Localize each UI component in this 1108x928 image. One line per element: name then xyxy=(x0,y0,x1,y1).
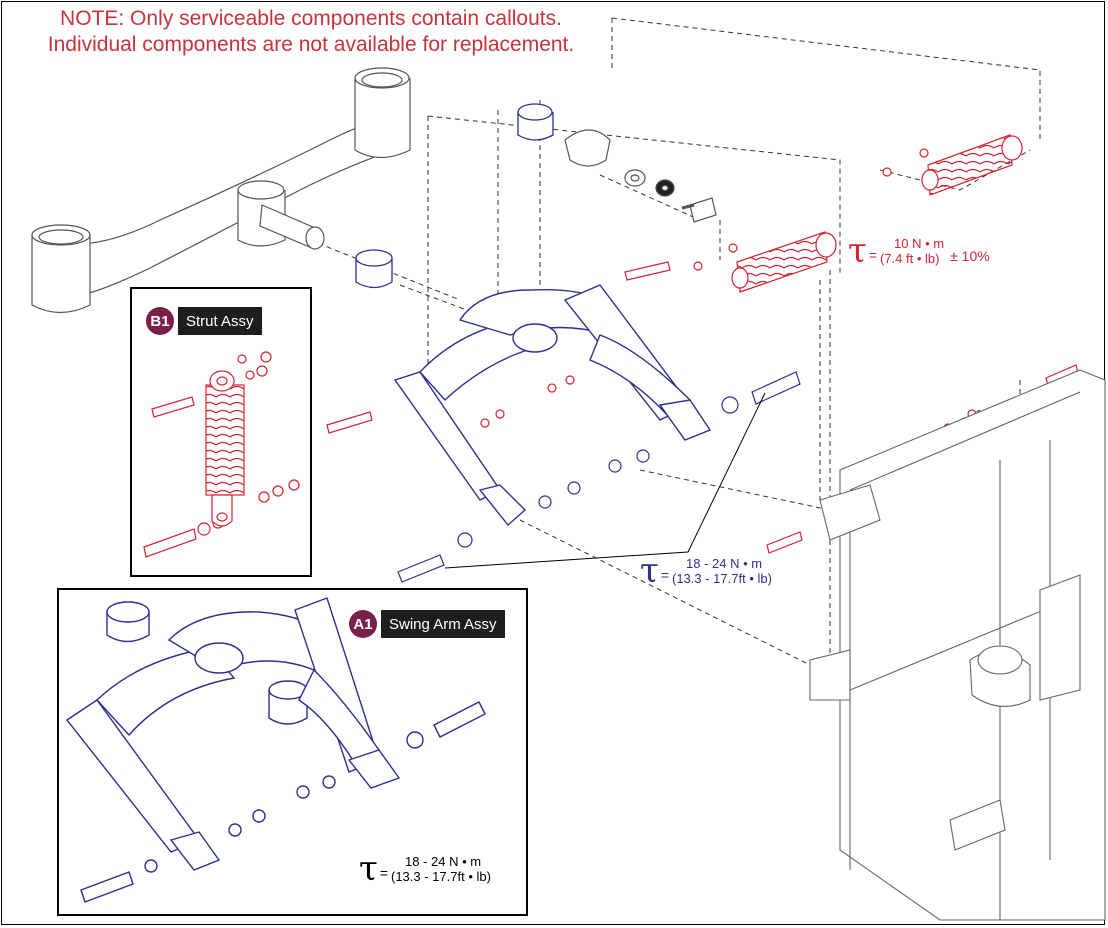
strut-upper xyxy=(882,134,1023,196)
torque-equals: = xyxy=(660,567,669,583)
torque-leaders xyxy=(444,392,766,569)
torque-symbol: τ xyxy=(640,551,659,591)
service-note: NOTE: Only serviceable components contai… xyxy=(0,6,622,58)
swing-arm-assy-drawing xyxy=(65,597,486,903)
strut-assy-inset: B1 Strut Assy xyxy=(130,287,312,577)
swing-arm-main xyxy=(393,284,712,527)
strut-assy-label: Strut Assy xyxy=(178,307,262,335)
torque-equals: = xyxy=(379,865,388,881)
torque-imperial: (13.3 - 17.7ft • lb) xyxy=(391,869,491,884)
swing-arm-assy-inset: A1 Swing Arm Assy τ = 18 - 24 N • m xyxy=(57,588,528,916)
torque-imperial: (13.3 - 17.7ft • lb) xyxy=(672,571,772,586)
torque-tolerance: ± 10% xyxy=(950,248,990,264)
strut-lower xyxy=(624,231,837,293)
torque-equals: = xyxy=(868,247,877,263)
strut-assy-drawing xyxy=(143,351,300,558)
strut-assy-code: B1 xyxy=(146,307,174,335)
top-hardware xyxy=(564,129,717,223)
note-line-1: NOTE: Only serviceable components contai… xyxy=(60,7,562,30)
swing-arm-assy-badge: A1 Swing Arm Assy xyxy=(349,610,505,638)
cross-beam xyxy=(31,67,411,314)
bushing-hardware xyxy=(355,103,554,289)
torque-callout-inset: τ = 18 - 24 N • m (13.3 - 17.7ft • lb) xyxy=(359,852,491,886)
torque-metric: 18 - 24 N • m xyxy=(405,854,482,869)
torque-callout-strut: τ = 10 N • m (7.4 ft • lb) ± 10% xyxy=(848,234,990,268)
torque-symbol: τ xyxy=(359,849,378,889)
torque-metric: 10 N • m xyxy=(894,236,945,251)
swing-arm-assy-label: Swing Arm Assy xyxy=(381,610,505,638)
torque-callout-swing-arm: τ = 18 - 24 N • m (13.3 - 17.7ft • lb) xyxy=(640,554,772,588)
chassis-frame xyxy=(809,369,1106,921)
strut-assy-badge: B1 Strut Assy xyxy=(146,307,262,335)
note-line-2: Individual components are not available … xyxy=(47,33,575,56)
torque-imperial: (7.4 ft • lb) xyxy=(880,251,940,266)
torque-metric: 18 - 24 N • m xyxy=(686,556,763,571)
torque-symbol: τ xyxy=(848,231,867,271)
swing-arm-assy-code: A1 xyxy=(349,610,377,638)
